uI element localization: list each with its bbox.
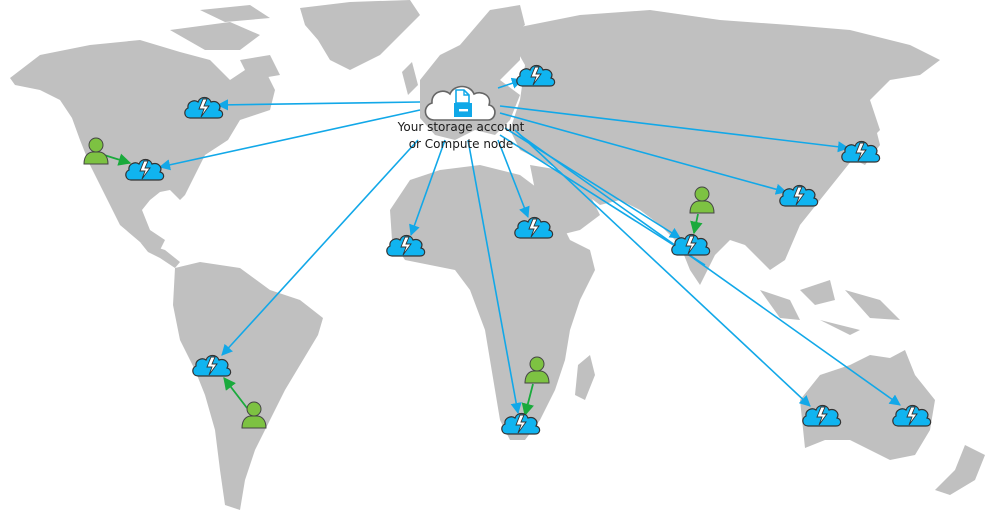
- arrow-to-australia-west: [514, 129, 811, 407]
- scandinavia: [460, 5, 525, 55]
- arrow-to-australia-east: [519, 134, 901, 406]
- south-america: [173, 262, 323, 510]
- arctic-islands: [170, 5, 280, 80]
- greenland: [300, 0, 420, 70]
- source-label-line1: Your storage account: [397, 120, 525, 134]
- user-arrow-north-america: [103, 153, 132, 166]
- land-masses: [10, 0, 985, 510]
- arrow-to-south-africa: [467, 139, 522, 415]
- madagascar: [575, 355, 595, 400]
- australia: [800, 350, 935, 460]
- user-request-arrows: [103, 153, 703, 417]
- arrow-to-japan: [499, 105, 850, 153]
- arrow-via-india: [499, 134, 706, 266]
- arrow-to-north-america-central: [158, 109, 421, 171]
- central-america: [140, 242, 180, 268]
- uk: [402, 62, 418, 95]
- arrow-to-china: [499, 112, 788, 195]
- file-server-icon: [454, 89, 472, 117]
- source-label-line2: or Compute node: [408, 137, 514, 151]
- arrow-to-middle-east: [497, 139, 530, 219]
- arrow-to-south-america: [221, 139, 419, 356]
- arrow-to-india: [504, 127, 681, 239]
- arrow-to-north-america-east: [216, 99, 421, 111]
- user-arrow-india: [690, 213, 703, 235]
- arrow-to-west-africa: [409, 139, 446, 237]
- asia: [505, 10, 940, 285]
- new-zealand: [935, 445, 985, 495]
- source-label: Your storage account or Compute node: [396, 119, 526, 153]
- north-america: [10, 40, 275, 250]
- user-arrow-south-america: [223, 377, 248, 409]
- source-storage-node: [424, 85, 496, 121]
- user-arrow-south-africa: [521, 383, 534, 417]
- cdn-distribution-arrows: [158, 77, 901, 415]
- se-asia-islands: [760, 280, 900, 335]
